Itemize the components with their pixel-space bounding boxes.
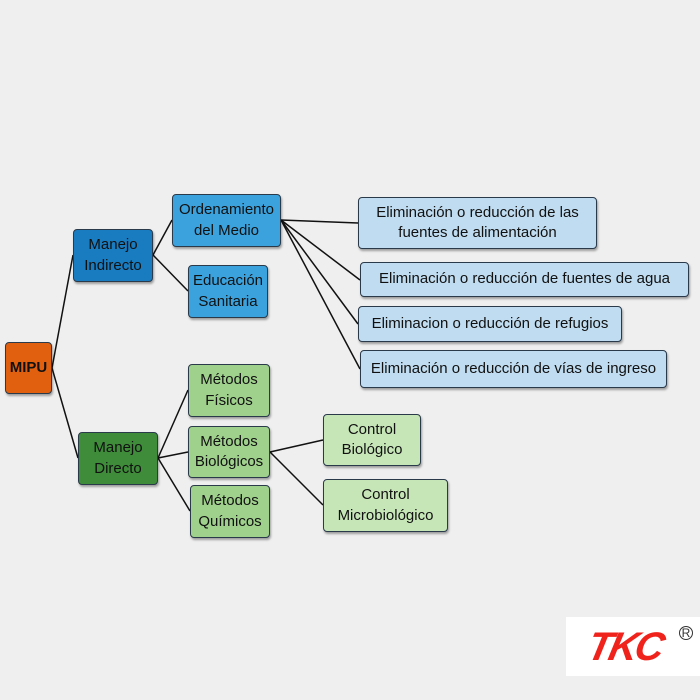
node-metodos-fisicos: Métodos Físicos [188, 364, 270, 417]
edge-directo-biologicos [157, 451, 189, 459]
edge-ordenamiento-agua [280, 219, 361, 281]
edge-ordenamiento-alimentacion [280, 219, 359, 224]
edge-biologicos-control-microbiologico [269, 451, 324, 506]
node-metodos-biologicos: Métodos Biológicos [188, 426, 270, 478]
node-educacion-sanitaria: Educación Sanitaria [188, 265, 268, 318]
edge-ordenamiento-vias [280, 219, 361, 370]
node-control-biologico: Control Biológico [323, 414, 421, 466]
node-mipu: MIPU [5, 342, 52, 394]
node-manejo-indirecto: Manejo Indirecto [73, 229, 153, 282]
node-control-microbiologico: Control Microbiológico [323, 479, 448, 532]
tkc-logo: TKC R [566, 617, 700, 676]
edge-directo-fisicos [157, 389, 189, 459]
registered-mark-icon: R [679, 626, 693, 640]
node-elim-vias: Eliminación o reducción de vías de ingre… [360, 350, 667, 388]
edge-mipu-indirecto [51, 254, 74, 369]
node-ordenamiento-del-medio: Ordenamiento del Medio [172, 194, 281, 247]
node-elim-refugios: Eliminacion o reducción de refugios [358, 306, 622, 342]
logo-text: TKC [583, 625, 667, 669]
node-manejo-directo: Manejo Directo [78, 432, 158, 485]
edge-indirecto-ordenamiento [152, 219, 173, 256]
node-elim-alimentacion: Eliminación o reducción de las fuentes d… [358, 197, 597, 249]
edge-directo-quimicos [157, 457, 191, 512]
node-elim-agua: Eliminación o reducción de fuentes de ag… [360, 262, 689, 297]
node-metodos-quimicos: Métodos Químicos [190, 485, 270, 538]
edge-mipu-directo [51, 367, 79, 459]
edge-indirecto-educacion [152, 254, 189, 292]
edge-biologicos-control-biologico [269, 439, 324, 453]
edge-ordenamiento-refugios [280, 219, 359, 325]
